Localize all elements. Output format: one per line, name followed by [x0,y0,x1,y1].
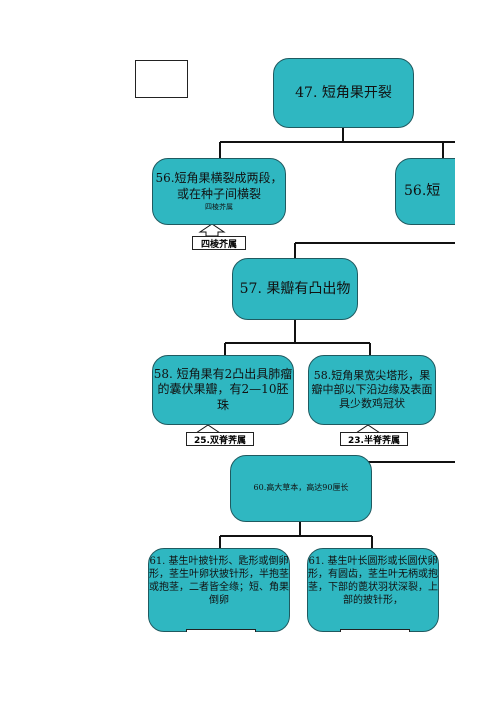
node-56a-text: 56.短角果横裂成两段，或在种子间横裂 [155,171,283,201]
node-56b-text: 56.短 [404,183,441,200]
node-60-text: 60.高大草本，高达90厘长 [253,483,349,493]
node-58b-text: 58.短角果宽尖塔形，果瓣中部以下沿边缘及表面具少数鸡冠状 [311,368,433,411]
label-58a: 25.双脊荠属 [186,432,254,446]
label-58b: 23.半脊荠属 [340,432,408,446]
node-61a-text: 61. 基生叶披针形、匙形或倒卵形，茎生叶卵状披针形，半抱茎或抱茎，二者皆全缘；… [149,556,289,606]
node-61a: 61. 基生叶披针形、匙形或倒卵形，茎生叶卵状披针形，半抱茎或抱茎，二者皆全缘；… [148,548,290,632]
node-58b: 58.短角果宽尖塔形，果瓣中部以下沿边缘及表面具少数鸡冠状 [308,355,436,425]
node-47-text: 47. 短角果开裂 [295,84,392,101]
node-60: 60.高大草本，高达90厘长 [230,455,372,522]
node-58a: 58. 短角果有2凸出具肺瘤的囊伏果瓣，有2—10胚珠 [152,355,294,425]
node-56a: 56.短角果横裂成两段，或在种子间横裂 四棱芥属 [152,158,286,225]
node-57-text: 57. 果瓣有凸出物 [239,280,351,297]
label-58a-text: 25.双脊荠属 [194,435,246,446]
label-61b [340,629,410,632]
label-61a [186,629,256,632]
label-56: 四棱芥属 [192,236,246,250]
node-47: 47. 短角果开裂 [273,58,414,128]
label-58b-text: 23.半脊荠属 [348,435,400,446]
node-61b: 61. 基生叶长圆形或长圆伏卵形，有圆齿，茎生叶无柄或抱茎，下部的蓖状羽状深裂，… [307,548,439,632]
node-58a-text: 58. 短角果有2凸出具肺瘤的囊伏果瓣，有2—10胚珠 [153,366,293,412]
node-57: 57. 果瓣有凸出物 [232,258,358,320]
diagram-viewport: 47. 短角果开裂 56.短角果横裂成两段，或在种子间横裂 四棱芥属 56.短 … [135,58,455,632]
empty-box [135,60,188,98]
node-56b: 56.短 [395,158,455,225]
node-56a-note: 四棱芥属 [205,202,233,211]
label-56-text: 四棱芥属 [200,239,237,250]
node-61b-text: 61. 基生叶长圆形或长圆伏卵形，有圆齿，茎生叶无柄或抱茎，下部的蓖状羽状深裂，… [308,556,438,606]
